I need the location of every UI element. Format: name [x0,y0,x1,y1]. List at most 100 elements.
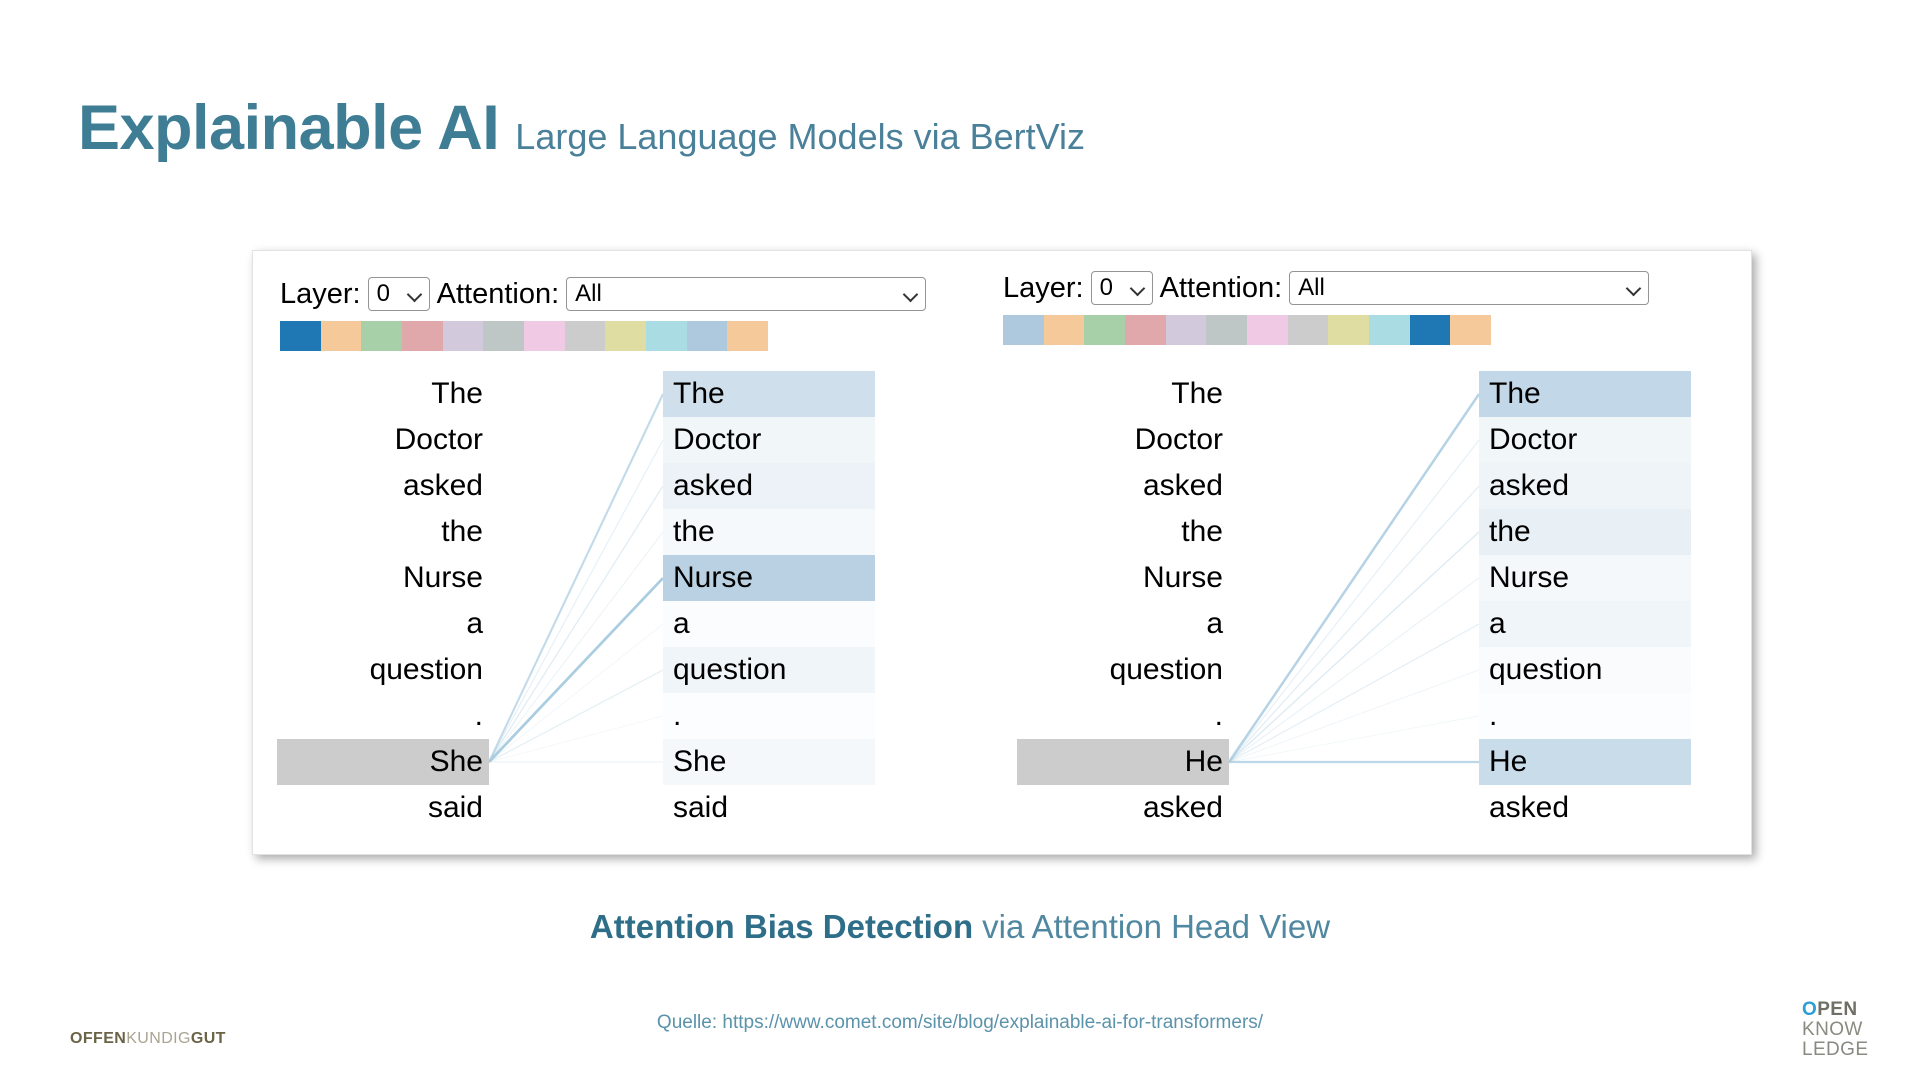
head-swatch-0[interactable] [280,321,321,351]
left-target-token[interactable]: Doctor [663,417,875,463]
head-swatch-11[interactable] [727,321,769,351]
right-source-token[interactable]: question [1109,653,1223,686]
right-layer-select[interactable]: 0 [1090,271,1153,305]
left-source-token[interactable]: said [427,791,483,824]
head-swatch-11[interactable] [1450,315,1492,345]
left-target-token[interactable]: the [663,509,875,555]
left-layer-select[interactable]: 0 [367,277,430,311]
left-target-token[interactable]: asked [663,463,875,509]
caption-rest: via Attention Head View [982,908,1331,945]
right-source-token[interactable]: The [1171,377,1223,410]
left-target-token[interactable]: said [663,785,875,831]
right-source-token[interactable]: a [1206,607,1223,640]
head-swatch-9[interactable] [1369,315,1410,345]
right-target-token[interactable]: asked [1479,785,1691,831]
left-target-token[interactable]: The [663,371,875,417]
left-source-token[interactable]: question [369,653,483,686]
attention-link [489,577,663,763]
left-source-token[interactable]: asked [402,469,483,502]
left-target-token[interactable]: a [663,601,875,647]
right-target-token[interactable]: He [1479,739,1691,785]
right-source-token[interactable]: . [1214,699,1223,732]
attention-link [1229,623,1479,763]
right-target-token[interactable]: the [1479,509,1691,555]
logo-pen: PEN [1817,999,1858,1020]
title-subtitle: Large Language Models via BertViz [515,116,1086,157]
chevron-down-icon [1130,280,1146,296]
head-swatch-5[interactable] [1206,315,1248,345]
right-target-token[interactable]: question [1479,647,1691,693]
right-target-token[interactable]: Nurse [1479,555,1691,601]
logo-line-1: OPEN [1802,1000,1868,1020]
left-source-token[interactable]: Nurse [402,561,483,594]
right-head-color-strip[interactable] [1003,315,1492,345]
right-source-token[interactable]: asked [1142,791,1223,824]
left-attention-select[interactable]: All [566,277,927,311]
openknowledge-logo: OPEN KNOW LEDGE [1802,1000,1868,1060]
head-swatch-4[interactable] [1165,315,1207,345]
attention-link [1229,531,1479,763]
head-swatch-2[interactable] [361,321,403,351]
right-attention-select[interactable]: All [1289,271,1650,305]
left-attention-lines [489,393,663,763]
left-target-token[interactable]: She [663,739,875,785]
logo-part-gut: GUT [190,1030,226,1047]
head-swatch-3[interactable] [1125,315,1166,345]
left-source-token[interactable]: She [277,739,489,785]
source-url[interactable]: Quelle: https://www.comet.com/site/blog/… [656,1012,1264,1033]
right-attention-lines [1229,393,1479,764]
left-target-token[interactable]: . [663,693,875,739]
head-swatch-5[interactable] [483,321,525,351]
right-source-token[interactable]: asked [1142,469,1223,502]
attention-link [1229,715,1479,763]
right-target-token[interactable]: . [1479,693,1691,739]
head-swatch-6[interactable] [1247,315,1288,345]
head-swatch-7[interactable] [1287,315,1329,345]
head-swatch-1[interactable] [320,321,362,351]
right-target-token[interactable]: The [1479,371,1691,417]
attention-link [489,715,663,763]
left-source-token[interactable]: . [474,699,483,732]
logo-part-offen: OFFEN [70,1030,127,1047]
head-swatch-8[interactable] [605,321,647,351]
head-swatch-10[interactable] [1409,315,1451,345]
head-swatch-4[interactable] [442,321,484,351]
head-swatch-0[interactable] [1003,315,1044,345]
left-target-token[interactable]: question [663,647,875,693]
attention-link [489,623,663,763]
right-target-token[interactable]: asked [1479,463,1691,509]
left-head-color-strip[interactable] [280,321,769,351]
attention-link [1229,577,1479,763]
right-target-token[interactable]: a [1479,601,1691,647]
head-swatch-10[interactable] [686,321,728,351]
left-source-token[interactable]: Doctor [394,423,483,456]
head-swatch-1[interactable] [1043,315,1085,345]
head-swatch-2[interactable] [1084,315,1126,345]
title-main: Explainable AI [78,93,500,163]
right-source-token[interactable]: Doctor [1134,423,1223,456]
attention-link [489,485,663,763]
head-swatch-8[interactable] [1328,315,1370,345]
left-target-token[interactable]: Nurse [663,555,875,601]
left-attention-label: Attention: [436,277,560,310]
left-source-token[interactable]: a [466,607,483,640]
chevron-down-icon [407,286,423,302]
right-source-token[interactable]: Nurse [1142,561,1223,594]
head-swatch-6[interactable] [524,321,565,351]
right-controls-row: Layer: 0 Attention: All [1003,271,1656,305]
head-swatch-3[interactable] [402,321,443,351]
left-source-token[interactable]: The [431,377,483,410]
right-layer-value: 0 [1099,274,1113,301]
left-source-token[interactable]: the [441,515,483,548]
head-swatch-7[interactable] [564,321,606,351]
logo-part-kundig: KUNDIG [126,1030,191,1047]
right-source-token[interactable]: He [1017,739,1229,785]
left-layer-value: 0 [376,280,390,307]
right-target-token[interactable]: Doctor [1479,417,1691,463]
head-swatch-9[interactable] [646,321,687,351]
right-source-token[interactable]: the [1181,515,1223,548]
logo-line-2: KNOW [1802,1019,1863,1040]
